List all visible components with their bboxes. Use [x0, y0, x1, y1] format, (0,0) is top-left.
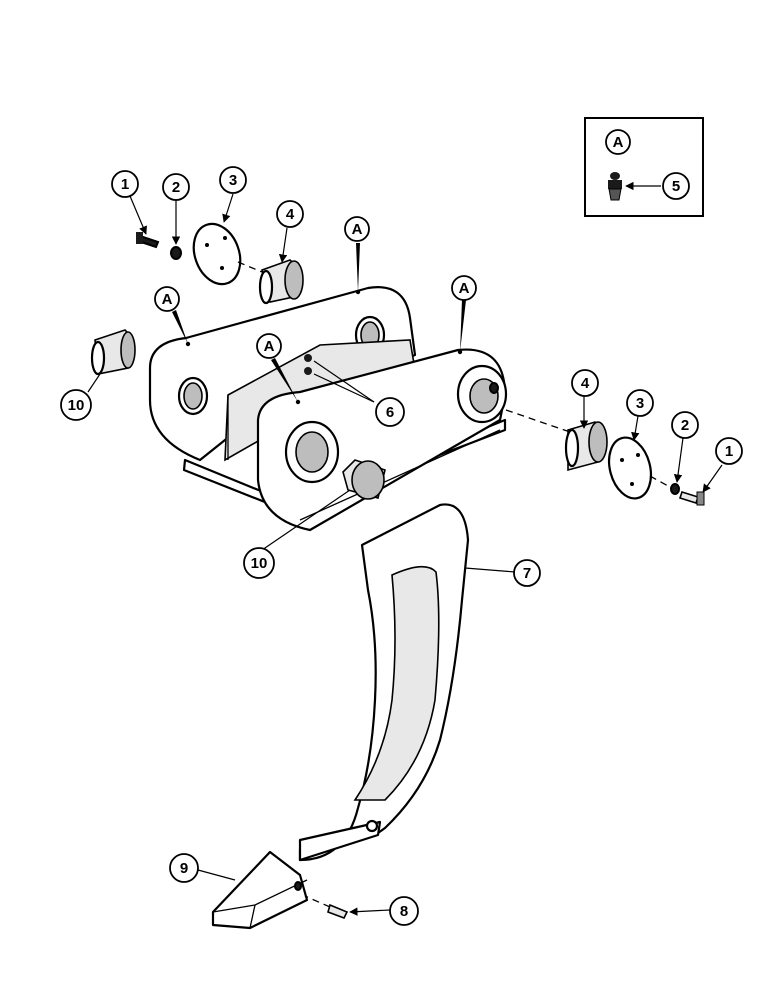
a-pointer-left	[172, 310, 191, 347]
svg-text:4: 4	[286, 206, 295, 223]
svg-text:1: 1	[725, 443, 733, 460]
callout-a-top: A	[344, 216, 370, 242]
callout-7: 7	[513, 559, 541, 587]
callout-a-right: A	[451, 275, 477, 301]
ripper-tooth	[211, 850, 309, 930]
bushing-center	[342, 459, 386, 500]
grease-fitting-icon	[608, 172, 622, 201]
bushing-left	[90, 329, 136, 376]
tooth-pin	[304, 895, 349, 920]
svg-text:A: A	[264, 338, 275, 355]
callout-6: 6	[375, 397, 405, 427]
callout-10-center: 10	[243, 547, 275, 579]
left-hardware	[136, 222, 304, 305]
callout-1-right: 1	[715, 437, 743, 465]
callout-2-right: 2	[671, 411, 699, 439]
svg-text:10: 10	[251, 555, 268, 572]
callout-2-left: 2	[162, 173, 190, 201]
callout-1-left: 1	[111, 170, 139, 198]
a-pointer-right	[457, 300, 466, 355]
callout-a-center: A	[256, 333, 282, 359]
svg-text:3: 3	[229, 172, 237, 189]
ripper-frame	[148, 286, 508, 532]
ripper-shank	[298, 503, 470, 862]
leader-lines	[87, 193, 723, 916]
svg-text:A: A	[352, 221, 363, 238]
callout-9: 9	[169, 853, 199, 883]
callout-4-right: 4	[571, 369, 599, 397]
svg-text:9: 9	[180, 860, 188, 877]
svg-text:2: 2	[172, 179, 180, 196]
callout-3-right: 3	[626, 389, 654, 417]
detail-a-inset: A 5	[584, 117, 704, 217]
svg-text:6: 6	[386, 404, 394, 421]
svg-text:2: 2	[681, 417, 689, 434]
svg-text:1: 1	[121, 176, 129, 193]
callout-3-left: 3	[219, 166, 247, 194]
a-pointer-top	[355, 243, 361, 295]
svg-text:7: 7	[523, 565, 531, 582]
callout-4-left: 4	[276, 200, 304, 228]
svg-text:A: A	[459, 280, 470, 297]
callout-5: 5	[672, 178, 680, 195]
callout-a-left: A	[154, 286, 180, 312]
svg-text:10: 10	[68, 397, 85, 414]
svg-text:4: 4	[581, 375, 590, 392]
inset-label: A	[613, 134, 624, 151]
right-hardware	[505, 409, 705, 506]
callout-8: 8	[389, 896, 419, 926]
svg-text:3: 3	[636, 395, 644, 412]
callout-10-left: 10	[60, 389, 92, 421]
svg-text:8: 8	[400, 903, 408, 920]
svg-text:A: A	[162, 291, 173, 308]
a-pointer-center	[271, 358, 301, 405]
